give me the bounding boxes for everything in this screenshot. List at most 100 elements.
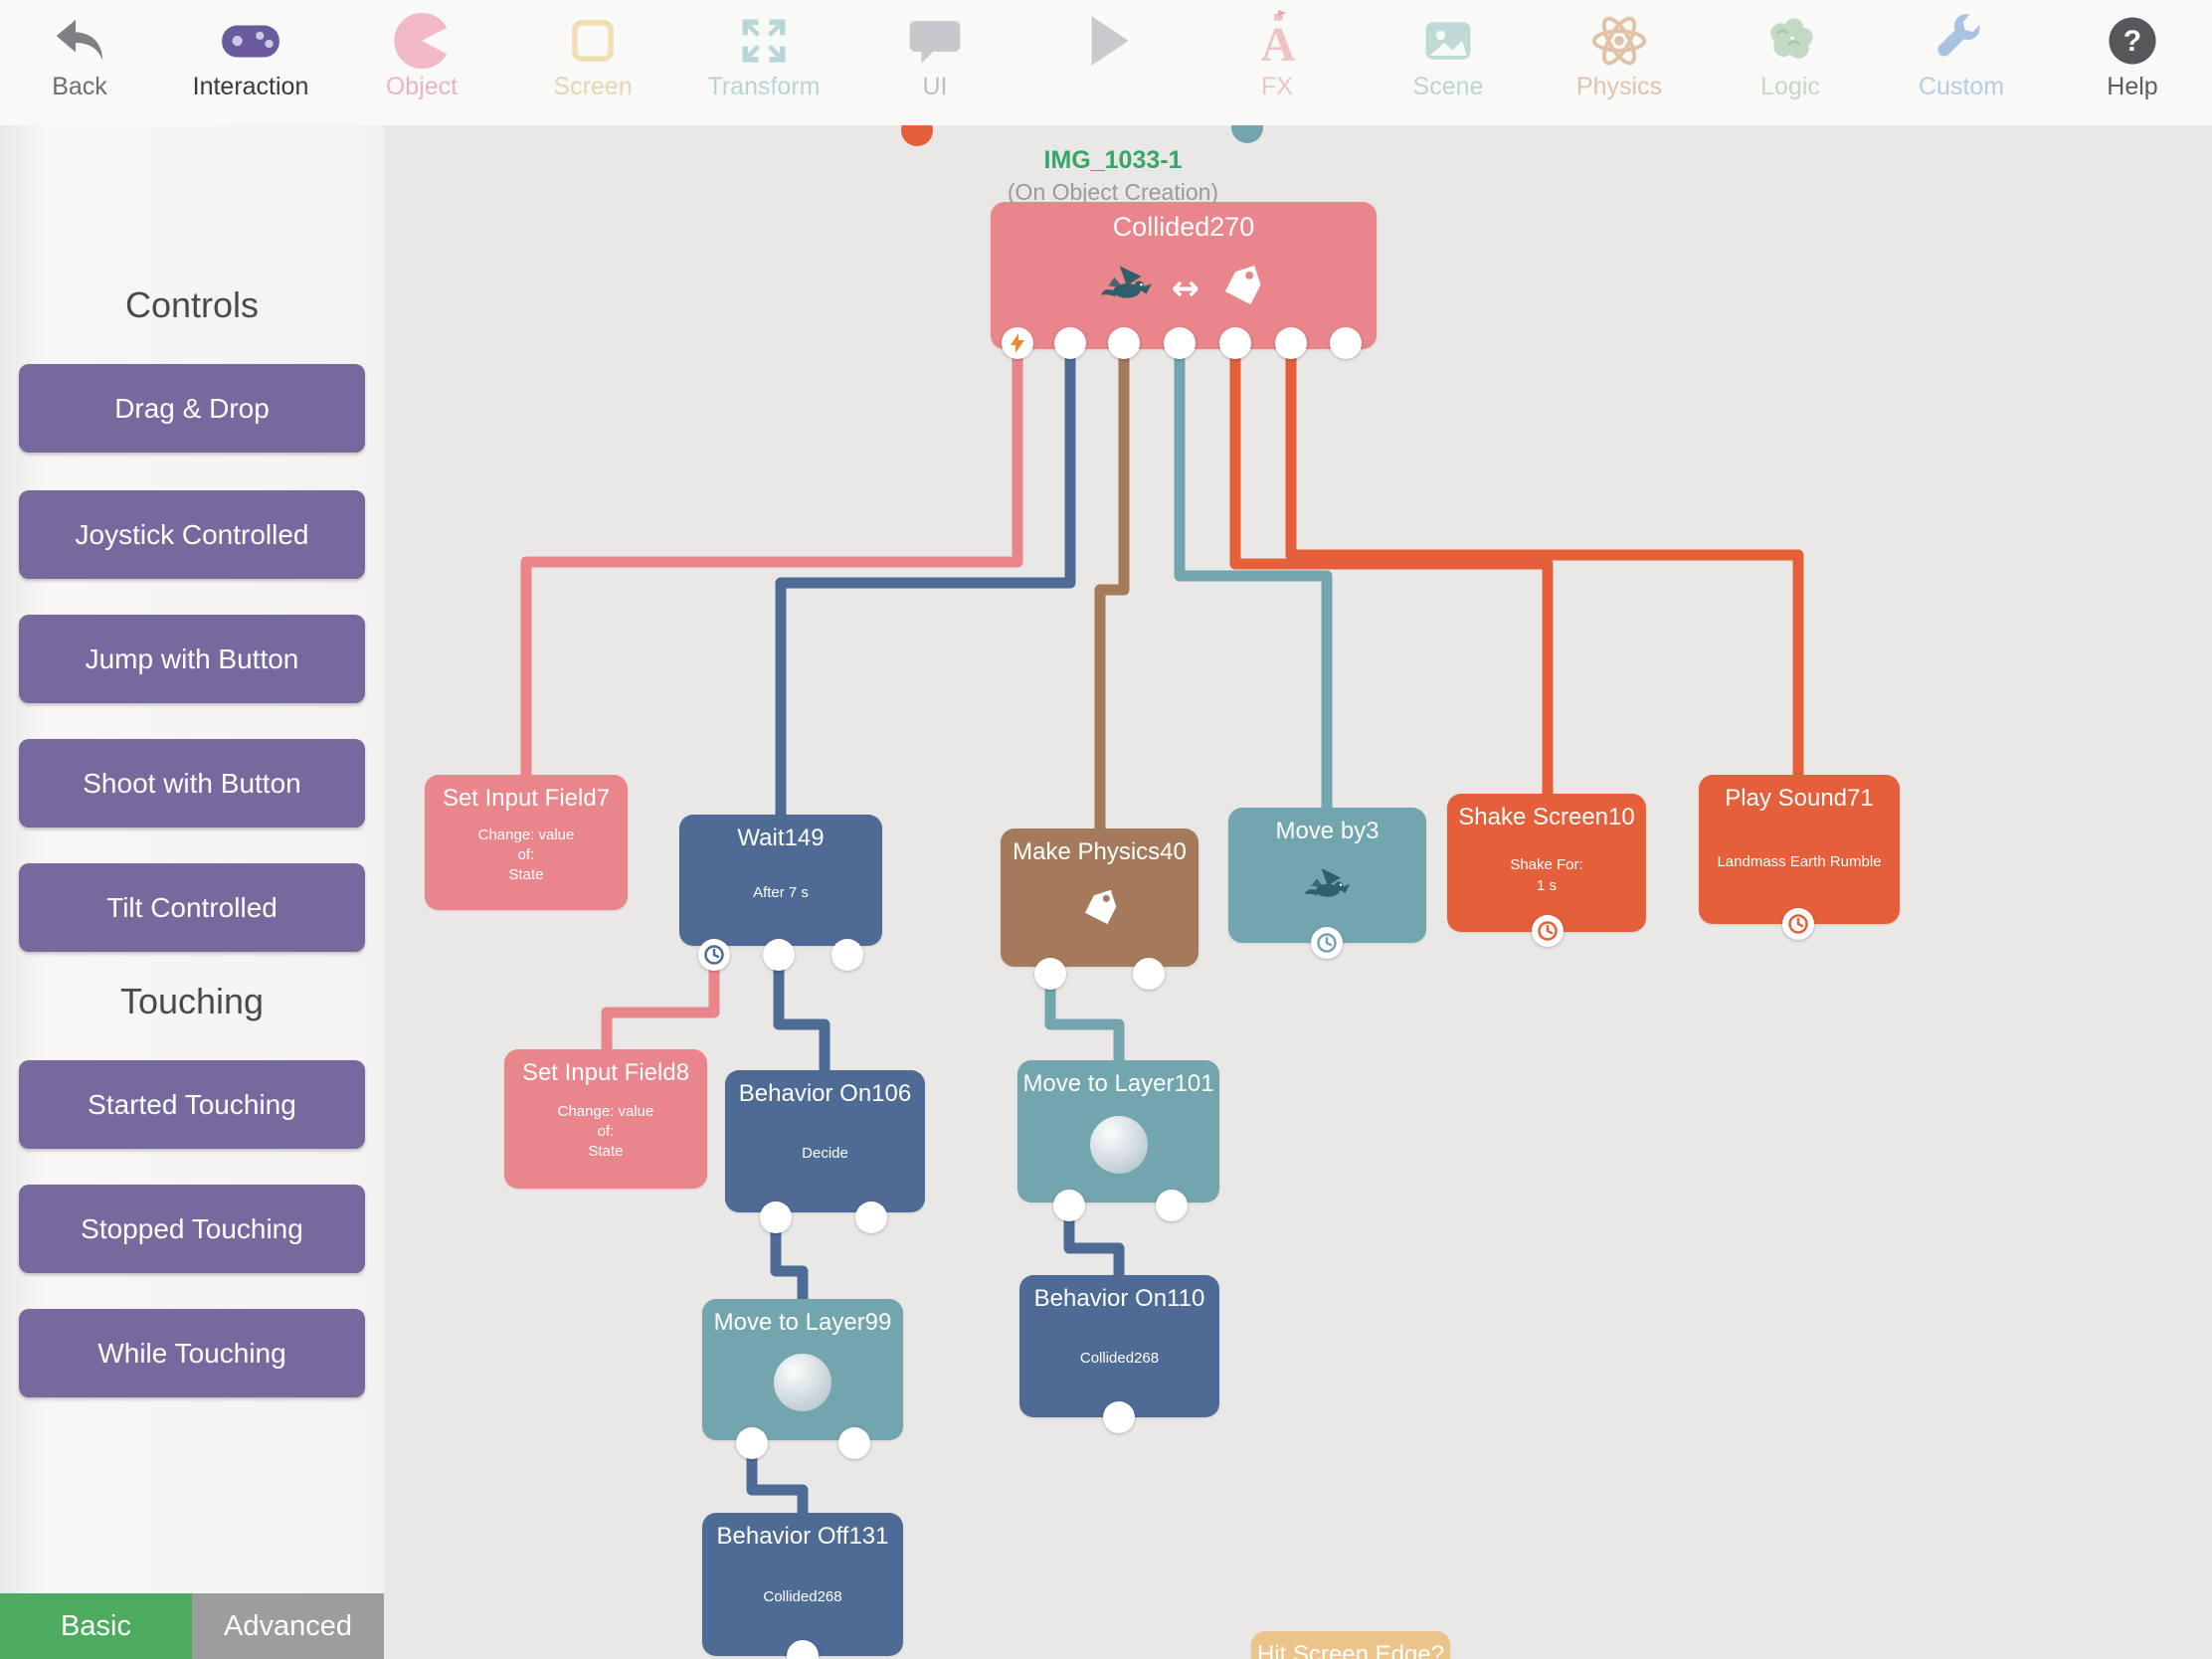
sidebar-item-joystick-controlled[interactable]: Joystick Controlled: [19, 490, 365, 579]
toolbar-item-label: FX: [1261, 73, 1293, 100]
gamepad-icon: [218, 8, 283, 74]
bolt-port[interactable]: [1002, 327, 1033, 359]
wire: [1285, 343, 1804, 786]
node-hit-screen-edge[interactable]: Hit Screen Edge?: [1251, 1631, 1450, 1659]
toolbar-item-transform[interactable]: Transform: [690, 8, 837, 101]
toolbar-item-scene[interactable]: Scene: [1375, 8, 1522, 101]
toolbar-item-play[interactable]: [1032, 8, 1180, 74]
toolbar-item-label: Object: [385, 73, 459, 100]
toolbar-item-label: Scene: [1412, 73, 1484, 100]
node-detail: Shake For:1 s: [1510, 856, 1583, 894]
sidebar-item-while-touching[interactable]: While Touching: [19, 1309, 365, 1397]
node-detail: Collided268: [763, 1587, 842, 1605]
toolbar-item-interaction[interactable]: Interaction: [177, 8, 324, 101]
wire: [1044, 974, 1125, 1074]
screen-icon: [560, 8, 626, 74]
node-title: Set Input Field8: [521, 1059, 690, 1086]
help-icon: ?: [2100, 8, 2165, 74]
tab-basic[interactable]: Basic: [0, 1593, 192, 1659]
node-move-to-layer101[interactable]: Move to Layer101: [1017, 1060, 1219, 1202]
toolbar-item-ui[interactable]: UI: [861, 8, 1009, 101]
sidebar-item-stopped-touching[interactable]: Stopped Touching: [19, 1185, 365, 1273]
output-port[interactable]: [1054, 327, 1086, 359]
output-port[interactable]: [1133, 958, 1165, 990]
output-port[interactable]: [763, 939, 795, 971]
toolbar-item-screen[interactable]: Screen: [519, 8, 666, 101]
node-title: Behavior On106: [738, 1080, 912, 1107]
castle-icon: A: [1244, 8, 1310, 74]
object-name: IMG_1033-1: [1043, 146, 1183, 174]
output-port[interactable]: [1034, 958, 1066, 990]
toolbar-item-help[interactable]: ?Help: [2059, 8, 2206, 101]
output-port[interactable]: [1164, 327, 1196, 359]
selected-object-header: IMG_1033-1 (On Object Creation): [914, 146, 1312, 206]
node-make-physics40[interactable]: Make Physics40: [1001, 829, 1198, 967]
wire: [601, 955, 720, 1064]
output-port[interactable]: [760, 1201, 792, 1233]
svg-text:A: A: [1260, 18, 1295, 71]
output-port[interactable]: [787, 1640, 819, 1659]
sidebar-item-shoot-with-button[interactable]: Shoot with Button: [19, 739, 365, 828]
wire: [520, 343, 1023, 786]
toolbar-item-label: Logic: [1760, 73, 1820, 100]
output-port[interactable]: [831, 939, 863, 971]
toolbar-item-logic[interactable]: Logic: [1717, 8, 1864, 101]
scene-icon: [1415, 8, 1481, 74]
toolbar-item-object[interactable]: Object: [348, 8, 495, 101]
node-title: Wait149: [737, 825, 825, 851]
wrench-icon: [1929, 8, 1994, 74]
clock-port[interactable]: [1532, 915, 1564, 947]
node-move-by3[interactable]: Move by3: [1228, 808, 1426, 943]
clock-port[interactable]: [1782, 908, 1814, 940]
clock-port[interactable]: [1311, 927, 1343, 959]
swap-arrow-icon: ↔: [1171, 269, 1200, 308]
output-port[interactable]: [1053, 1190, 1085, 1221]
node-move-to-layer99[interactable]: Move to Layer99: [702, 1299, 903, 1440]
brain-icon: [1757, 8, 1823, 74]
clock-port[interactable]: [698, 939, 730, 971]
sidebar-item-jump-with-button[interactable]: Jump with Button: [19, 615, 365, 703]
output-port[interactable]: [1108, 327, 1140, 359]
toolbar-item-custom[interactable]: Custom: [1888, 8, 2035, 101]
toolbar-item-label: Custom: [1918, 73, 2005, 100]
node-title: Move to Layer99: [713, 1309, 892, 1336]
output-port[interactable]: [736, 1427, 768, 1459]
touching-section-header: Touching: [119, 981, 265, 1021]
node-collided270[interactable]: Collided270 ↔: [991, 202, 1377, 349]
toolbar-item-physics[interactable]: Physics: [1546, 8, 1693, 101]
node-title: Collided270: [1112, 212, 1255, 242]
controls-section-header: Controls: [124, 284, 260, 325]
node-title: Behavior On110: [1033, 1285, 1205, 1312]
output-port[interactable]: [1275, 327, 1307, 359]
toolbar-item-label: Back: [52, 73, 107, 100]
node-title: Behavior Off131: [716, 1523, 889, 1550]
node-detail: After 7 s: [753, 883, 809, 901]
node-title: Set Input Field7: [442, 785, 611, 812]
atom-icon: [1586, 8, 1652, 74]
output-port[interactable]: [1156, 1190, 1188, 1221]
output-port[interactable]: [855, 1201, 887, 1233]
output-port[interactable]: [1330, 327, 1362, 359]
sidebar-item-tilt-controlled[interactable]: Tilt Controlled: [19, 863, 365, 952]
sidebar-item-started-touching[interactable]: Started Touching: [19, 1060, 365, 1149]
node-detail: Landmass Earth Rumble: [1717, 852, 1882, 870]
tab-advanced[interactable]: Advanced: [192, 1593, 384, 1659]
output-port[interactable]: [1103, 1401, 1135, 1433]
toolbar-item-label: UI: [922, 73, 948, 100]
toolbar-item-back[interactable]: Back: [6, 8, 153, 101]
output-port[interactable]: [1219, 327, 1251, 359]
output-port[interactable]: [838, 1427, 870, 1459]
node-title: Move by3: [1275, 818, 1380, 844]
sidebar-item-drag-drop[interactable]: Drag & Drop: [19, 364, 365, 453]
